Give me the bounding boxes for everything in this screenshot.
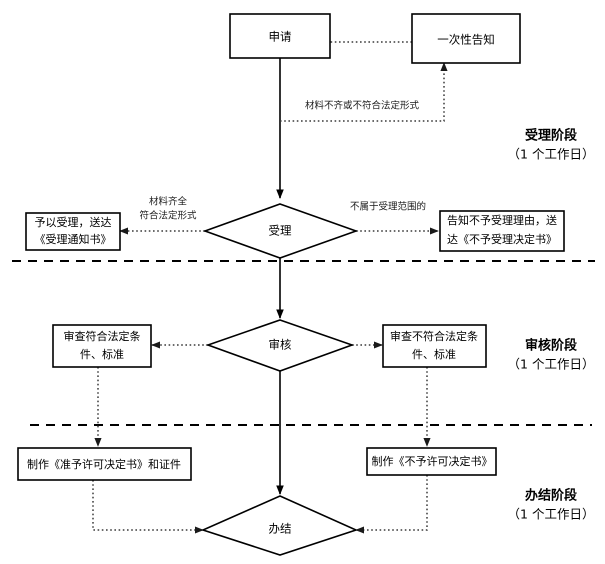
node-approve-doc-shape [17, 447, 192, 481]
node-apply-shape [229, 13, 331, 59]
node-review-fail-line2: 件、标准 [412, 347, 456, 361]
node-reject-doc-label: 制作《不予许可决定书》 [372, 454, 493, 468]
edge-apply-to-notice [280, 62, 448, 122]
node-one-time-notice[interactable]: 一次性告知 [411, 13, 521, 64]
node-review-fail-shape [382, 324, 487, 368]
node-accept-no-doc-line2: 达《不予受理决定书》 [447, 232, 557, 246]
stage-label-accept-name: 受理阶段 [525, 128, 577, 144]
node-review-pass-line2: 件、标准 [80, 347, 124, 361]
stage-label-accept-duration: （1 个工作日） [508, 147, 595, 162]
node-accept-yes-doc-line1: 予以受理，送达 [35, 215, 112, 229]
node-review-pass-shape [52, 324, 152, 368]
node-reject-doc[interactable]: 制作《不予许可决定书》 [366, 447, 497, 476]
stage-label-complete-name: 办结阶段 [525, 488, 577, 504]
node-approve-doc-label: 制作《准予许可决定书》和证件 [27, 457, 181, 471]
node-reject-doc-shape [366, 447, 497, 476]
stage-label-accept: 受理阶段 （1 个工作日） [508, 128, 595, 162]
node-accept-yes-doc-line2: 《受理通知书》 [35, 232, 112, 246]
node-apply[interactable]: 申请 [229, 13, 331, 59]
edge-label-materials-complete-line1: 材料齐全 [149, 196, 188, 208]
stage-label-review-name: 审核阶段 [525, 338, 577, 354]
node-approve-doc[interactable]: 制作《准予许可决定书》和证件 [17, 447, 192, 481]
node-complete[interactable]: 办结 [200, 495, 359, 556]
node-accept[interactable]: 受理 [202, 203, 359, 259]
edge-label-out-of-scope: 不属于受理范围的 [350, 201, 426, 213]
node-review-label: 审核 [269, 338, 292, 352]
node-review-pass[interactable]: 审查符合法定条 件、标准 [52, 324, 152, 368]
node-one-time-notice-label: 一次性告知 [437, 33, 495, 47]
node-review[interactable]: 审核 [205, 319, 355, 372]
stage-label-complete: 办结阶段 （1 个工作日） [508, 488, 595, 522]
node-complete-label: 办结 [269, 522, 292, 536]
node-accept-no-doc[interactable]: 告知不予受理理由，送 达《不予受理决定书》 [439, 210, 565, 252]
edge-label-materials-complete-line2: 符合法定形式 [139, 210, 197, 222]
node-one-time-notice-shape [411, 13, 521, 64]
node-apply-label: 申请 [269, 30, 292, 44]
edge-reject-doc-to-complete [355, 475, 428, 534]
node-review-fail-line1: 审查不符合法定条 [390, 329, 478, 343]
node-review-shape [205, 319, 355, 372]
stage-label-review-duration: （1 个工作日） [508, 357, 595, 372]
stage-label-review: 审核阶段 （1 个工作日） [508, 338, 595, 372]
node-accept-yes-doc[interactable]: 予以受理，送达 《受理通知书》 [25, 212, 121, 251]
node-accept-no-doc-shape [439, 210, 565, 252]
node-review-pass-line1: 审查符合法定条 [64, 329, 141, 343]
edge-label-materials-incomplete: 材料不齐或不符合法定形式 [305, 100, 420, 112]
node-accept-shape [202, 203, 359, 259]
node-review-fail[interactable]: 审查不符合法定条 件、标准 [382, 324, 487, 368]
node-accept-yes-doc-shape [25, 212, 121, 251]
node-complete-shape [200, 495, 359, 556]
node-accept-label: 受理 [269, 224, 292, 238]
edge-approve-doc-to-complete [92, 480, 204, 534]
stage-label-complete-duration: （1 个工作日） [508, 507, 595, 522]
node-accept-no-doc-line1: 告知不予受理理由，送 [447, 213, 557, 227]
